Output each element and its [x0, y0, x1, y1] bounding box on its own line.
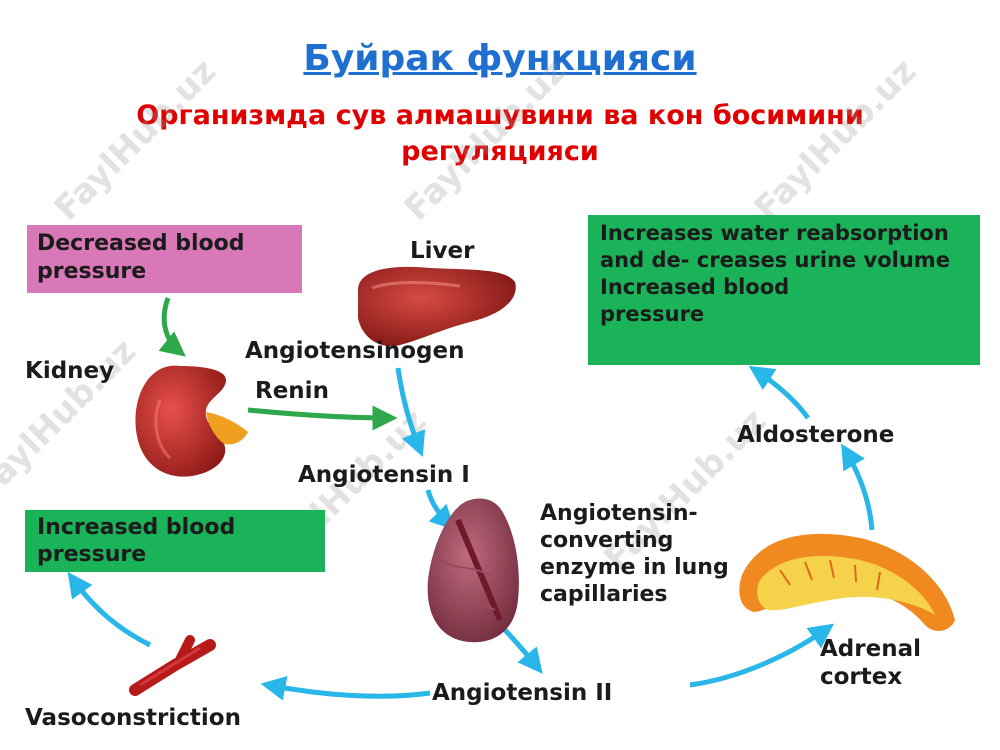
renin-label: Renin: [255, 378, 329, 404]
arrow-angiotensin-2-to-vasoconstriction: [260, 676, 431, 701]
kidney-label: Kidney: [25, 358, 115, 384]
adrenal-cortex-label: Adrenal cortex: [820, 636, 921, 690]
adrenal-cortex-icon: [739, 533, 955, 632]
effects-increased-blood-pressure: Increased blood pressure: [600, 275, 790, 326]
angiotensin-1-label: Angiotensin I: [298, 462, 470, 488]
vasoconstriction-label: Vasoconstriction: [25, 705, 241, 731]
liver-label: Liver: [410, 238, 475, 264]
ace-label: Angiotensin- converting enzyme in lung c…: [540, 501, 729, 607]
decreased-blood-pressure-box: Decreased blood pressure: [27, 225, 302, 293]
blood-vessel-icon: [129, 635, 216, 696]
aldosterone-effects-box: Increases water reabsorption and de- cre…: [588, 215, 980, 365]
kidney-icon: [135, 365, 248, 477]
increased-blood-pressure-box: Increased blood pressure: [25, 510, 325, 572]
liver-icon: [358, 266, 516, 347]
arrow-aldosterone-to-effects: [748, 365, 811, 420]
arrow-vasoconstriction-to-increased-bp: [67, 571, 152, 648]
arrow-angiotensinogen-to-angiotensin-1: [395, 367, 426, 457]
arrow-angiotensin-1-to-lung: [425, 489, 456, 531]
arrow-lung-to-angiotensin-2: [498, 623, 543, 674]
arrow-renin: [247, 405, 398, 431]
page-title: Буйрак функцияси: [303, 38, 697, 79]
page-subtitle: Организмда сув алмашувини ва кон босимин…: [136, 100, 864, 167]
arrow-decreased-to-kidney: [158, 297, 186, 357]
arrow-angiotensin-2-to-adrenal: [689, 623, 835, 688]
decreased-blood-pressure-label: Decreased blood pressure: [37, 231, 245, 284]
arrow-adrenal-to-aldosterone: [841, 443, 875, 531]
aldosterone-label: Aldosterone: [737, 422, 895, 448]
increased-blood-pressure-label: Increased blood pressure: [37, 515, 236, 567]
angiotensinogen-label: Angiotensinogen: [245, 338, 465, 364]
lung-icon: [427, 498, 519, 643]
effects-water-reabsorption: Increases water reabsorption and de- cre…: [600, 221, 950, 272]
angiotensin-2-label: Angiotensin II: [432, 680, 613, 706]
